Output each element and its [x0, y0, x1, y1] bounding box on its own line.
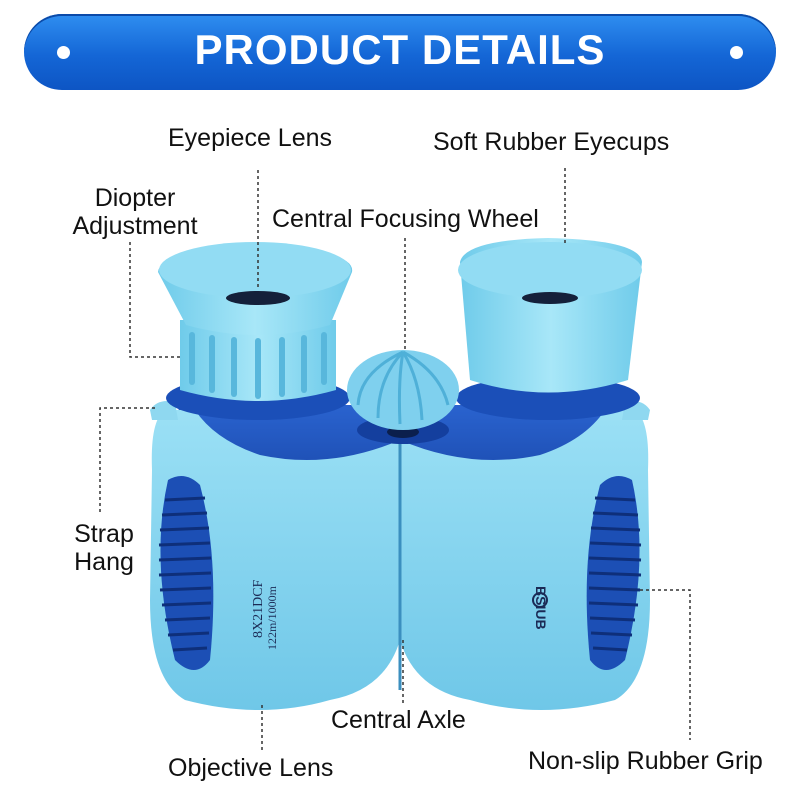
- model-text: 8X21DCF: [251, 579, 266, 638]
- right-rubber-grip: [586, 476, 642, 670]
- strap-lug-left: [150, 401, 178, 420]
- leader-lines: [99, 168, 691, 750]
- right-eyecup-rim: [458, 242, 642, 298]
- label-central-focusing-wheel: Central Focusing Wheel: [272, 205, 539, 233]
- focus-wheel: [347, 350, 459, 430]
- label-strap-line1: Strap: [74, 520, 134, 548]
- left-eyepiece-lens: [226, 291, 290, 305]
- label-soft-rubber-eyecups: Soft Rubber Eyecups: [433, 128, 670, 156]
- brand-text: BSIUB: [533, 586, 549, 630]
- label-central-axle: Central Axle: [331, 706, 466, 734]
- label-objective-lens: Objective Lens: [168, 754, 334, 782]
- field-text: 122m/1000m: [265, 585, 279, 650]
- banner-hole-left: [57, 46, 70, 59]
- left-eyecup-rim: [159, 242, 351, 298]
- label-diopter-adjustment: Diopter Adjustment: [62, 184, 208, 240]
- label-diopter-line1: Diopter: [94, 184, 176, 212]
- label-strap-hang: Strap Hang: [66, 520, 142, 576]
- label-non-slip-rubber-grip: Non-slip Rubber Grip: [528, 747, 763, 775]
- right-eyepiece-lens: [522, 292, 578, 304]
- right-barrel: [400, 410, 650, 710]
- leader-diopter: [129, 242, 180, 358]
- leader-strap: [99, 407, 155, 515]
- label-diopter-line2: Adjustment: [72, 212, 198, 240]
- banner-hole-right: [730, 46, 743, 59]
- left-barrel: [150, 410, 400, 710]
- left-rubber-grip: [158, 476, 214, 670]
- leader-grip: [640, 589, 691, 740]
- page-title: PRODUCT DETAILS: [194, 26, 606, 73]
- left-diopter-ring: [180, 320, 336, 401]
- brand-logo-icon: [532, 592, 548, 608]
- header-banner: PRODUCT DETAILS: [24, 14, 776, 90]
- label-eyepiece-lens: Eyepiece Lens: [168, 124, 333, 152]
- label-strap-line2: Hang: [74, 548, 134, 576]
